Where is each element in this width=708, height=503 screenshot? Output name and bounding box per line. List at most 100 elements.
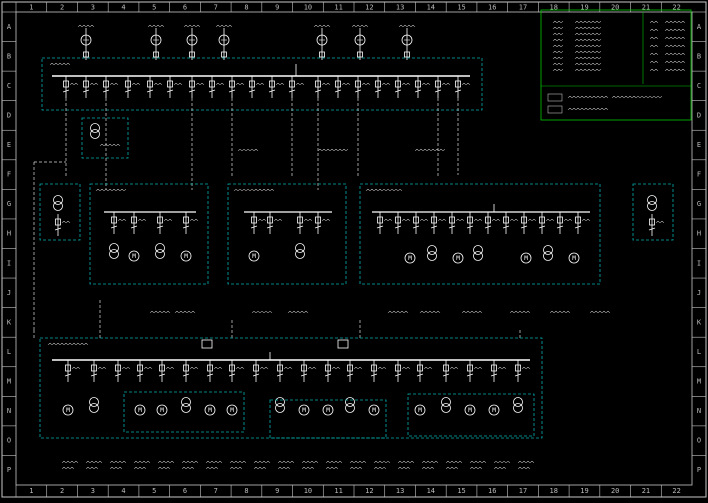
generator-symbol [316, 34, 328, 46]
feeder-tag [381, 82, 391, 86]
main-switchboard-enclosure [41, 57, 483, 111]
disconnector-symbol [102, 89, 110, 93]
feeder-tag [401, 82, 411, 86]
load-label [61, 460, 79, 464]
circuit-breaker-symbol [137, 364, 143, 372]
legend-entry-text [664, 44, 686, 48]
mcc-board-title [47, 342, 89, 346]
col-label-top: 2 [60, 4, 64, 12]
circuit-breaker-symbol [467, 216, 473, 224]
transformer-symbol [647, 195, 657, 205]
circuit-breaker-symbol [485, 216, 491, 224]
motor-symbol-mark: M [66, 407, 70, 414]
circuit-breaker-symbol [377, 216, 383, 224]
circuit-breaker-symbol [404, 51, 410, 58]
row-label-left: C [7, 82, 11, 90]
col-label-bottom: 9 [275, 487, 279, 495]
circuit-breaker-symbol [575, 216, 581, 224]
feeder-tag [473, 218, 483, 222]
row-label-left: E [7, 141, 11, 149]
feeder-tag [61, 220, 71, 224]
circuit-breaker-symbol [375, 80, 381, 88]
disconnector-symbol [266, 225, 274, 229]
load-label [469, 460, 487, 464]
feeder-tag [341, 82, 351, 86]
feeder-tag [401, 218, 411, 222]
disconnector-symbol [182, 373, 190, 377]
row-label-left: O [7, 437, 11, 445]
row-label-right: F [697, 171, 701, 179]
legend-entry-code [649, 44, 659, 48]
circuit-breaker-symbol [315, 80, 321, 88]
circuit-breaker-symbol [277, 364, 283, 372]
circuit-breaker-symbol [443, 364, 449, 372]
feeder-label [589, 310, 611, 314]
motor-symbol-mark: M [408, 255, 412, 262]
feeder-tag [655, 220, 665, 224]
generator-symbol [401, 34, 413, 46]
circuit-breaker-symbol [55, 218, 61, 226]
circuit-breaker-symbol [301, 364, 307, 372]
circuit-breaker-symbol [449, 216, 455, 224]
disconnector-symbol [448, 225, 456, 229]
circuit-breaker-symbol [253, 364, 259, 372]
disconnector-symbol [182, 225, 190, 229]
transformer-symbol [543, 245, 553, 255]
circuit-breaker-symbol [249, 80, 255, 88]
disconnector-symbol [394, 89, 402, 93]
disconnector-symbol [296, 225, 304, 229]
load-label [181, 466, 195, 470]
col-label-bottom: 17 [519, 487, 527, 495]
feeder-tag [441, 82, 451, 86]
switchboard-title [49, 62, 71, 66]
transformer-symbol [647, 201, 657, 211]
feeder-tag [423, 366, 433, 370]
col-label-top: 6 [183, 4, 187, 12]
transformer-symbol [473, 245, 483, 255]
feeder-tag [257, 218, 267, 222]
circuit-breaker-symbol [207, 364, 213, 372]
col-label-top: 10 [304, 4, 312, 12]
feeder-tag [143, 366, 153, 370]
motor-symbol-mark: M [302, 407, 306, 414]
disconnector-symbol [502, 225, 510, 229]
circuit-breaker-symbol [115, 364, 121, 372]
transformer-symbol [89, 397, 99, 407]
incomer-tag [351, 24, 369, 28]
load-label [349, 466, 363, 470]
col-label-top: 4 [121, 4, 125, 12]
load-label [397, 460, 415, 464]
circuit-breaker-symbol [315, 216, 321, 224]
circuit-breaker-symbol [289, 80, 295, 88]
feeder-tag [137, 218, 147, 222]
col-label-top: 21 [642, 4, 650, 12]
disconnector-symbol [228, 89, 236, 93]
load-label [157, 466, 171, 470]
circuit-breaker-symbol [521, 216, 527, 224]
feeder-tag [473, 366, 483, 370]
feeder-tag [449, 366, 459, 370]
feeder-tag [509, 218, 519, 222]
transformer-symbol [513, 403, 523, 413]
disconnector-symbol [166, 89, 174, 93]
circuit-breaker-symbol [189, 80, 195, 88]
disconnector-symbol [252, 373, 260, 377]
row-label-right: A [697, 23, 702, 31]
disconnector-symbol [114, 373, 122, 377]
load-label [493, 466, 507, 470]
circuit-breaker-symbol [201, 339, 213, 349]
col-label-bottom: 15 [457, 487, 465, 495]
col-label-top: 9 [275, 4, 279, 12]
disconnector-symbol [54, 227, 62, 231]
load-label [253, 460, 271, 464]
transformer-symbol [155, 249, 165, 259]
circuit-breaker-symbol [269, 80, 275, 88]
transformer-symbol [275, 397, 285, 407]
disconnector-symbol [648, 227, 656, 231]
load-label [517, 460, 535, 464]
incomer-tag [183, 24, 201, 28]
mcc-section-enclosure [269, 399, 387, 439]
transformer-symbol [275, 403, 285, 413]
feeder-tag [307, 366, 317, 370]
col-label-bottom: 7 [214, 487, 218, 495]
